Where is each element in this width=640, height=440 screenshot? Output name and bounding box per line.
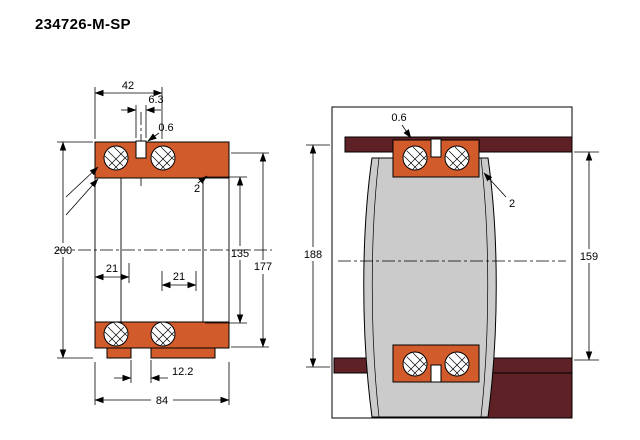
mounted-slot-bottom — [430, 364, 442, 383]
dim-label: 84 — [156, 395, 168, 407]
dim-chamfer-side: 2 — [194, 175, 208, 195]
dim-chamfer-top: 0.6 — [147, 122, 174, 142]
ball-top-right — [150, 145, 176, 171]
dim-label: 12.2 — [172, 366, 193, 378]
ball-top-left — [103, 145, 129, 171]
shaft-profile-line-right — [480, 157, 489, 418]
housing-bottom-block — [487, 372, 573, 419]
right-mounting-view: 188 159 0.6 2 — [304, 106, 599, 419]
dim-inner-diameter: 135 — [205, 176, 249, 324]
dim-label: 2 — [194, 183, 200, 195]
dim-label: 188 — [304, 249, 322, 261]
dim-slot-top: 6.3 — [121, 94, 164, 138]
ball-bottom-left — [103, 321, 129, 347]
dim-mounting-chamfer-side: 2 — [483, 172, 515, 210]
dim-label: 0.6 — [158, 122, 173, 134]
dim-label: 200 — [54, 245, 72, 257]
dim-label: 6.3 — [148, 94, 163, 106]
dim-outer-diameter: 200 — [54, 141, 93, 359]
dim-label: 21 — [106, 263, 118, 275]
mounted-ball-bottom-left — [402, 351, 428, 377]
dim-label: 21 — [173, 271, 185, 283]
left-section-view: 42 6.3 0.6 2 — [54, 80, 272, 407]
mounted-slot-top — [430, 138, 442, 158]
ball-bottom-right — [150, 321, 176, 347]
shaft-profile-line-left — [371, 157, 380, 418]
mounted-ball-top-right — [444, 145, 470, 171]
bottom-step-left — [106, 347, 132, 359]
dim-label: 42 — [122, 80, 134, 92]
seal-leaders — [65, 166, 99, 216]
dim-label: 135 — [231, 248, 249, 260]
dim-label: 159 — [580, 251, 598, 263]
dim-top-width: 42 — [94, 80, 163, 139]
dim-left-height: 188 — [304, 144, 330, 368]
page-title: 234726-M-SP — [35, 16, 131, 33]
mounted-ball-top-left — [402, 145, 428, 171]
dim-bottom-width: 84 — [94, 362, 230, 407]
dim-row-offset-left: 21 — [94, 263, 130, 283]
top-split-slot — [135, 140, 147, 159]
bottom-step-right — [150, 347, 216, 359]
dim-label: 2 — [509, 198, 515, 210]
dim-label: 177 — [254, 261, 272, 273]
mounted-ball-bottom-right — [444, 351, 470, 377]
dim-slot-bottom: 12.2 — [114, 360, 193, 383]
dim-row-offset-right: 21 — [161, 271, 197, 291]
dim-label: 0.6 — [391, 112, 406, 124]
dim-mid-diameter: 177 — [231, 152, 272, 348]
dim-mounting-chamfer-top: 0.6 — [391, 112, 412, 139]
dim-right-height: 159 — [574, 151, 599, 361]
